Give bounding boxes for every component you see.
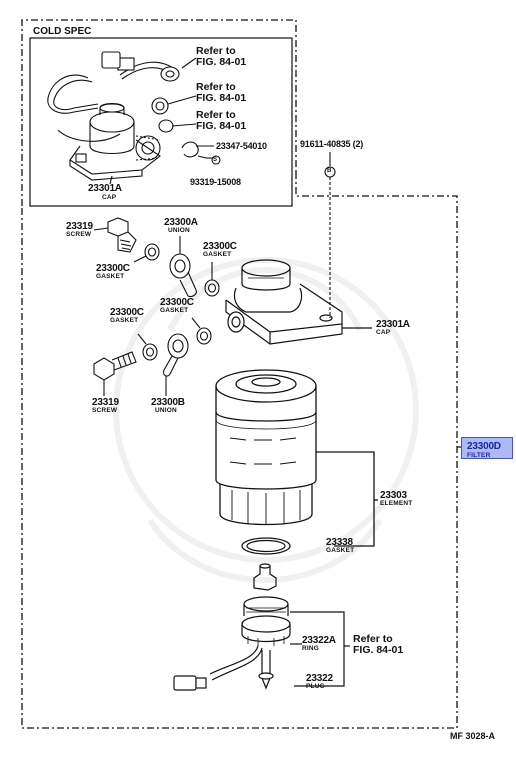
part-gasket-mid-right[interactable]: 23300C GASKET [160,298,194,315]
refer-line-1: Refer to [196,81,236,93]
part-union-top[interactable]: 23300A UNION [164,218,198,235]
refer-line-1: Refer to [353,633,393,645]
drain-plug-drawing [173,563,350,691]
part-name: RING [302,645,320,652]
part-number: 23319 [66,221,93,232]
part-name: ELEMENT [380,500,413,507]
part-number: 23300D [467,441,501,452]
part-name: FILTER [467,452,491,459]
cold-spec-cap-name: CAP [102,194,117,201]
part-name: SCREW [66,231,92,238]
part-name: CAP [376,329,391,336]
part-number: 23301A [376,319,410,330]
cold-spec-cap-number[interactable]: 23301A [88,183,122,194]
filter-highlight[interactable]: 23300D FILTER [461,437,513,459]
refer-line-2: FIG. 84-01 [196,92,247,105]
cold-spec-title: COLD SPEC [33,26,92,37]
filter-assembly-boundary [21,172,458,729]
part-number: 23300C [160,297,194,308]
cold-spec-refer-2[interactable]: Refer to FIG. 84-01 [196,81,247,105]
bolt-part-number[interactable]: 91611-40835 (2) [300,139,364,149]
main-cap-drawing [225,259,372,345]
part-screw-bottom[interactable]: 23319 SCREW [92,398,119,415]
part-screw-top[interactable]: 23319 SCREW [66,222,93,239]
part-number: 23300C [203,241,237,252]
refer-line-2: FIG. 84-01 [196,56,247,69]
part-plug[interactable]: 23322 PLUG [306,674,333,691]
part-number: 23300C [96,263,130,274]
screw-union-top-drawing [93,217,220,298]
part-element[interactable]: 23303 ELEMENT [380,491,412,508]
part-93319[interactable]: 93319-15008 [190,177,241,187]
part-name: GASKET [326,547,355,554]
part-cap-main[interactable]: 23301A CAP [376,320,410,337]
part-number: 23322A [302,635,336,646]
part-23347[interactable]: 23347-54010 [216,141,267,151]
part-number: 23303 [380,490,407,501]
part-name: UNION [168,227,190,234]
refer-line-2: FIG. 84-01 [196,120,247,133]
part-gasket-element[interactable]: 23338 GASKET [326,538,354,555]
part-name: GASKET [110,317,139,324]
part-gasket-top-left[interactable]: 23300C GASKET [96,264,130,281]
part-number: 23300A [164,217,198,228]
part-name: GASKET [160,307,189,314]
part-gasket-top-right[interactable]: 23300C GASKET [203,242,237,259]
part-name: GASKET [96,273,125,280]
symbol-s: S [213,157,217,163]
figure-code: MF 3028-A [450,731,496,741]
cold-spec-box [29,37,293,207]
cold-spec-cap-drawing [47,51,221,185]
refer-bottom[interactable]: Refer to FIG. 84-01 [353,633,404,657]
element-gasket-drawing [241,537,291,555]
cold-spec-refer-1[interactable]: Refer to FIG. 84-01 [196,45,247,69]
part-number: 23322 [306,673,333,684]
union-bottom-drawing [93,317,212,396]
part-number: 23300B [151,397,185,408]
bolt-symbol: B [327,168,332,174]
part-number: 23319 [92,397,119,408]
part-number: 23338 [326,537,353,548]
refer-line-1: Refer to [196,109,236,121]
part-gasket-mid-left[interactable]: 23300C GASKET [110,308,144,325]
part-name: UNION [155,407,177,414]
refer-line-2: FIG. 84-01 [353,644,404,657]
cold-spec-refer-3[interactable]: Refer to FIG. 84-01 [196,109,247,133]
part-number: 23300C [110,307,144,318]
watermark-emblem [113,257,419,583]
part-name: GASKET [203,251,232,258]
part-ring[interactable]: 23322A RING [302,636,336,653]
bolt-drawing [324,152,336,318]
part-union-bottom[interactable]: 23300B UNION [151,398,185,415]
part-name: PLUG [306,683,325,690]
part-name: SCREW [92,407,118,414]
filter-element-drawing [215,369,378,547]
refer-line-1: Refer to [196,45,236,57]
